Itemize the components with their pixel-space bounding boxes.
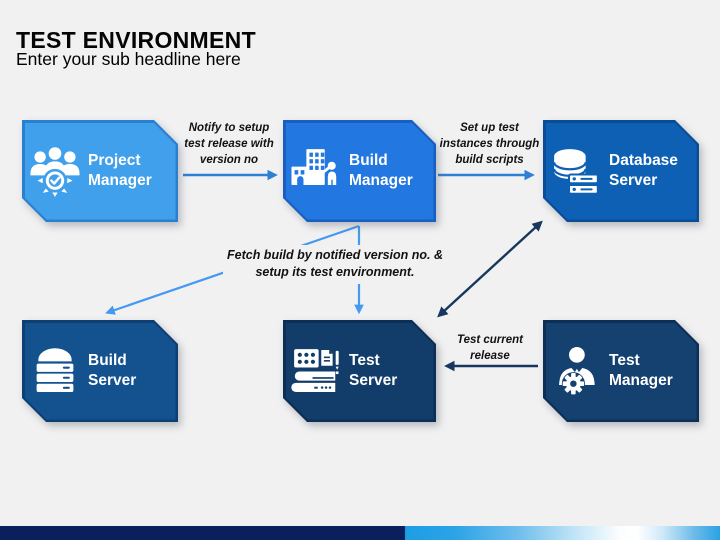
node-label: Build Manager (349, 152, 413, 189)
person-gear-icon (543, 343, 609, 399)
node-test-manager: Test Manager (543, 320, 699, 422)
slide-title: TEST ENVIRONMENT (16, 27, 256, 54)
node-test-server: Test Server (283, 320, 436, 422)
server-stack-icon (22, 343, 88, 399)
buildings-person-icon (283, 143, 349, 199)
node-build-manager: Build Manager (283, 120, 436, 222)
node-label: Test Server (349, 352, 398, 389)
database-icon (543, 143, 609, 199)
label-test-current: Test current release (456, 334, 524, 362)
node-label: Test Manager (609, 352, 673, 389)
node-label: Database Server (609, 152, 678, 189)
label-fetch-build: Fetch build by notified version no. & se… (223, 245, 447, 284)
node-label: Project Manager (88, 152, 152, 189)
label-setup-instances: Set up test instances through build scri… (439, 122, 540, 166)
node-label: Build Server (88, 352, 137, 389)
label-notify-setup: Notify to setup test release with versio… (184, 122, 274, 166)
node-build-server: Build Server (22, 320, 178, 422)
team-check-icon (22, 143, 88, 199)
node-database-server: Database Server (543, 120, 699, 222)
slide-subtitle: Enter your sub headline here (16, 49, 241, 69)
footer-accent-bar (0, 526, 720, 540)
arrow-database-test-server-link (437, 220, 543, 318)
node-project-manager: Project Manager (22, 120, 178, 222)
documents-books-icon (283, 343, 349, 399)
